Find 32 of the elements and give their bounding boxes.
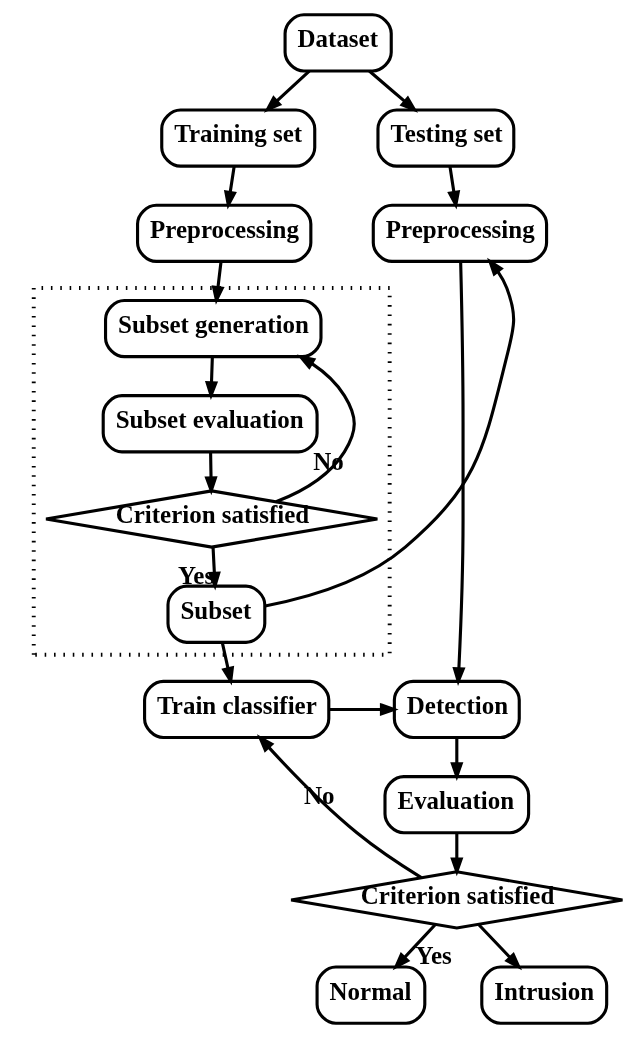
node-box: Detection — [392, 679, 521, 740]
node-box: Intrusion — [480, 965, 609, 1025]
arrow — [223, 166, 237, 210]
arrow — [452, 261, 466, 686]
node-box: Evaluation — [383, 775, 531, 835]
arrow — [220, 642, 235, 686]
arrow — [263, 69, 311, 113]
arrow — [447, 166, 461, 210]
arrow — [450, 832, 464, 877]
arrow — [392, 923, 437, 971]
node-diamond: Criterion satisfied — [289, 870, 624, 930]
node-box: Normal — [315, 965, 427, 1025]
arrow — [211, 261, 225, 305]
arrow — [256, 734, 423, 879]
arrow — [204, 356, 219, 401]
node-box: Preprocessing — [136, 203, 313, 263]
node-diamond: Criterion satisfied — [44, 489, 379, 549]
arrow — [275, 354, 356, 504]
node-box: Preprocessing — [371, 203, 549, 263]
node-box: Subset evaluation — [101, 394, 319, 454]
node-box: Subset generation — [104, 298, 323, 359]
node-box: Dataset — [283, 13, 393, 73]
arrow — [204, 451, 218, 496]
arrow — [477, 923, 523, 971]
node-box: Subset — [166, 584, 267, 644]
node-box: Training set — [160, 108, 317, 168]
arrow — [264, 257, 516, 608]
arrow — [368, 69, 418, 113]
node-box: Testing set — [376, 108, 516, 168]
node-box: Train classifier — [143, 679, 331, 740]
arrow — [329, 702, 399, 717]
arrow — [450, 737, 464, 781]
